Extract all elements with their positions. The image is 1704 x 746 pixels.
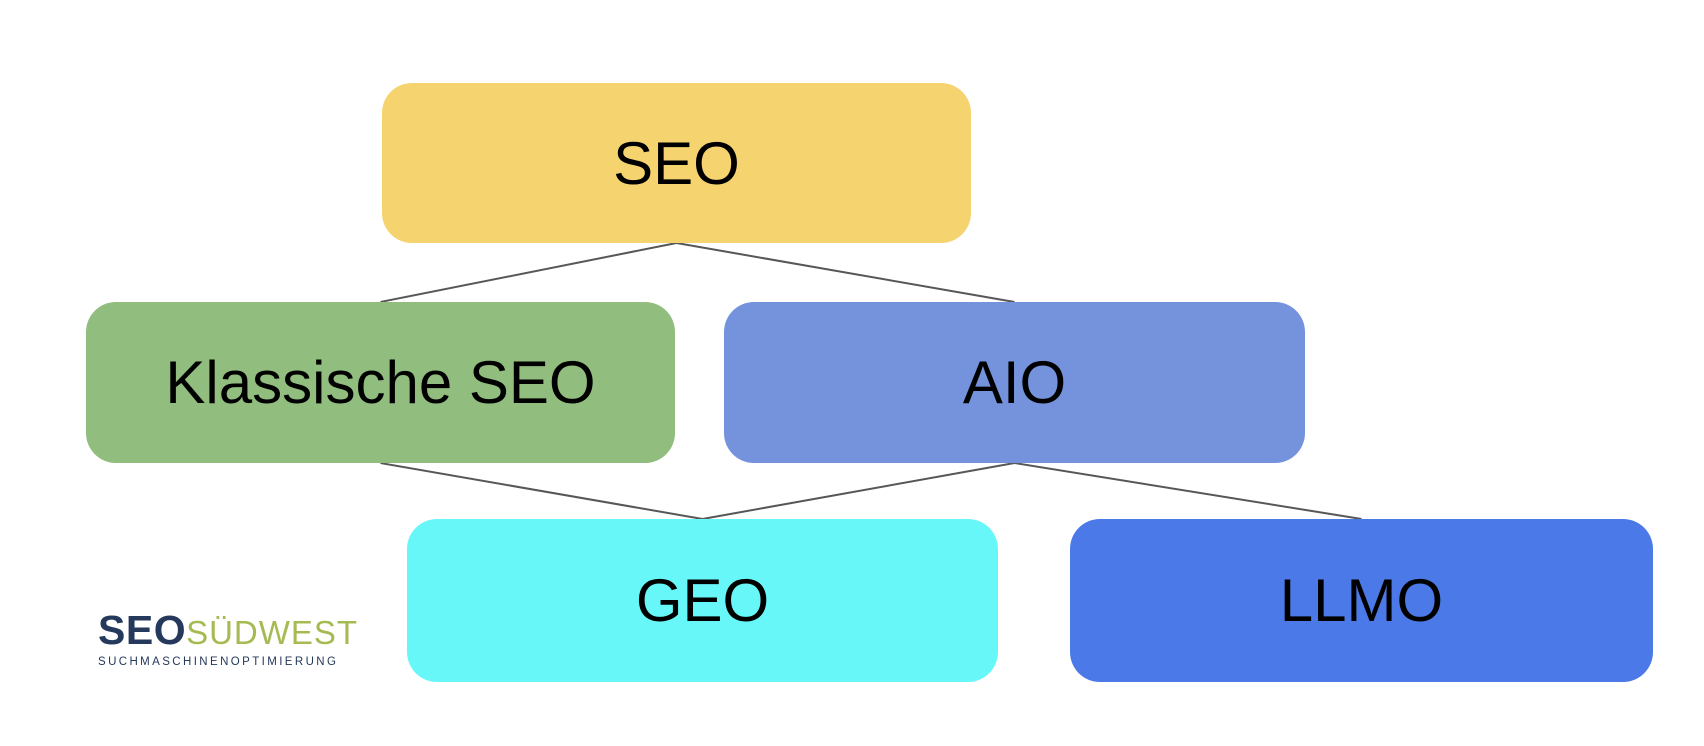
edge-aio-llmo xyxy=(1014,462,1362,520)
node-klassische-seo-label: Klassische SEO xyxy=(165,349,596,416)
node-seo: SEO xyxy=(382,83,971,243)
logo-subtitle: SUCHMASCHINENOPTIMIERUNG xyxy=(98,656,339,668)
edge-seo-aio xyxy=(676,242,1015,303)
node-geo: GEO xyxy=(407,519,998,682)
node-geo-label: GEO xyxy=(635,567,770,634)
edge-seo-klassische xyxy=(380,242,677,303)
node-aio-label: AIO xyxy=(962,349,1067,416)
edge-klassische-geo xyxy=(380,462,703,520)
node-llmo-label: LLMO xyxy=(1279,567,1444,634)
logo-brand-suedwest: SÜDWEST xyxy=(186,614,359,651)
node-klassische-seo: Klassische SEO xyxy=(86,302,675,463)
logo-brand-seo: SEO xyxy=(98,607,187,653)
node-aio: AIO xyxy=(724,302,1305,463)
node-seo-label: SEO xyxy=(613,129,740,197)
edge-aio-geo xyxy=(702,462,1015,520)
node-llmo: LLMO xyxy=(1070,519,1653,682)
